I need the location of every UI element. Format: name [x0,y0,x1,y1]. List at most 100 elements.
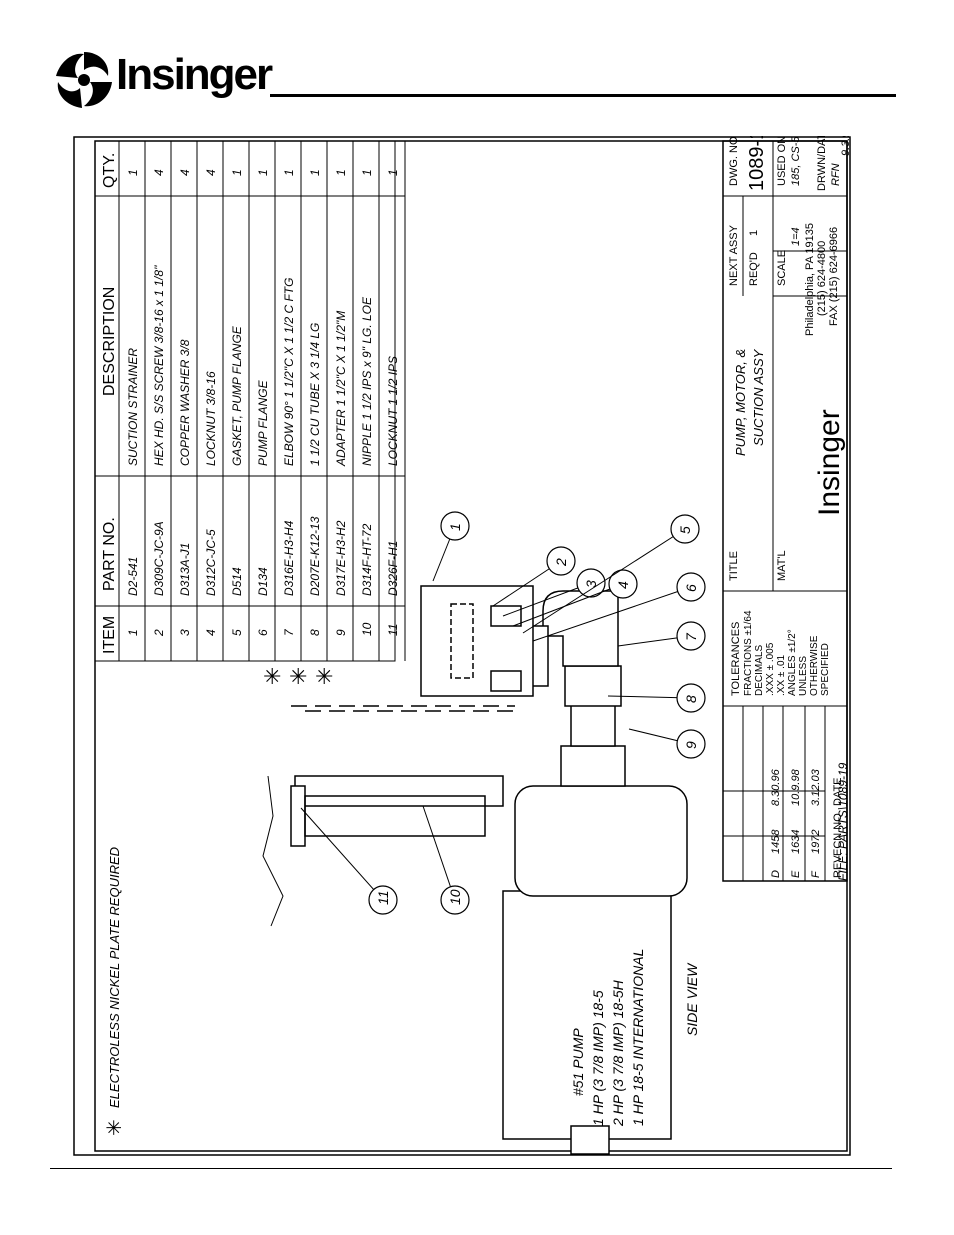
part-description: 1 1/2 CU TUBE X 3 1/4 LG [308,323,322,466]
drawn-label: DRWN/DATE [816,136,828,191]
revision-date: 8.30.96 [770,768,782,806]
matl-label: MAT'L [776,550,788,581]
tank-wall [262,775,284,927]
part-item-number: 10 [360,622,374,636]
rev-header: REV [832,855,844,878]
callout-circle [676,729,706,759]
swirl-logo-icon [56,52,112,108]
used-on-value: 185, CS-5 [790,136,802,186]
adapter-part [570,700,616,747]
ecn-number: 1972 [810,830,822,854]
motor-line-1: 1 HP (3 7/8 IMP) 18-5 [590,990,606,1126]
rev-letter: D [770,870,782,878]
callout-leader [532,586,692,642]
header-item: ITEM [101,616,118,654]
part-qty: 1 [256,169,270,176]
part-item-number: 7 [282,628,296,636]
callout-label: 5 [677,526,693,534]
part-item-number: 6 [256,629,270,636]
part-number: D317E-H3-H2 [334,520,348,596]
callout-circle [676,683,706,713]
pump-volute [514,785,688,897]
company-name: Insinger [813,409,846,516]
callout-circle [440,511,470,541]
plated-asterisk-icon: ✳ [289,664,307,689]
part-item-number: 2 [152,629,166,637]
pump-model: #51 PUMP [570,1028,586,1096]
tolerance-line: FRACTIONS ±1/64 [743,610,754,696]
screw-part [490,605,522,627]
company-fax: FAX (215) 624-6966 [828,227,840,326]
part-number: D326F-H1 [386,541,400,596]
drawn-by: RFN [830,163,842,186]
callout-label: 7 [683,632,699,641]
asterisk-icon: ✳ [104,1119,126,1136]
callout-circle [576,568,606,598]
elbow-part [542,590,619,667]
header-rule [270,94,896,97]
part-qty: 4 [152,169,166,176]
part-description: ELBOW 90° 1 1/2"C X 1 1/2 C FTG [282,278,296,466]
revision-date: 10.9.98 [790,768,802,806]
part-number: D312C-JC-5 [204,529,218,596]
ecn-header: ECN NO [832,813,844,856]
motor-line-3: 1 HP 18-5 INTERNATIONAL [630,949,646,1126]
brand-name: Insinger [116,50,273,99]
pump-motor-assembly [262,585,688,1155]
part-item-number: 8 [308,629,322,636]
nickel-plate-note: ELECTROLESS NICKEL PLATE REQUIRED [107,847,122,1108]
part-number: D207E-K12-13 [308,516,322,596]
callout-leader [502,582,592,617]
dwg-no-label: DWG. NO. [728,136,740,186]
part-description: NIPPLE 1 1/2 IPS x 9" LG. LOE [360,296,374,466]
part-qty: 4 [204,169,218,176]
tolerances-heading: TOLERANCES [730,622,742,696]
next-assy-label: NEXT ASSY [728,224,740,286]
ecn-number: 1634 [790,830,802,854]
tolerance-line: .XXX ± .005 [765,642,776,696]
tolerance-line: OTHERWISE [809,635,820,696]
callout-circle [670,514,700,544]
ecn-number: 1458 [770,829,782,854]
part-item-number: 11 [386,624,400,636]
callout-circle [676,621,706,651]
callout-label: 11 [375,890,391,905]
brand-logo: Insinger [52,48,278,112]
file-path: FILE: PARTS\1089-19 [836,762,850,881]
notes-block: ✳ ELECTROLESS NICKEL PLATE REQUIRED [104,847,126,1136]
callout-label: 8 [683,695,699,703]
part-description: ADAPTER 1 1/2"C X 1 1/2"M [334,311,348,467]
callout-label: 4 [615,581,631,589]
callout-leader [522,528,686,634]
part-description: PUMP FLANGE [256,379,270,466]
part-qty: 1 [334,169,348,176]
part-item-number: 4 [204,629,218,636]
scale-label: SCALE [776,250,788,286]
plated-asterisk-icon: ✳ [263,664,281,689]
tolerance-line: DECIMALS [754,645,765,696]
callout-leader [300,807,384,901]
title-line-1: PUMP, MOTOR, & [733,349,748,456]
part-item-number: 1 [126,629,140,636]
header-description: DESCRIPTION [101,287,118,396]
revision-date: 3.12.03 [810,768,822,806]
date-header: DATE [832,777,844,806]
part-qty: 1 [308,169,322,176]
part-qty: 1 [126,169,140,176]
part-number: D316E-H3-H4 [282,520,296,596]
tolerance-line: ANGLES ±1/2° [787,629,798,696]
locknut-part [290,785,306,847]
footer-rule [50,1168,892,1169]
tolerance-line: UNLESS [798,656,809,696]
part-item-number: 3 [178,629,192,636]
tolerance-line: .XX ± .01 [776,654,787,696]
part-description: COPPER WASHER 3/8 [178,339,192,466]
callout-circle [440,885,470,915]
reqd-value: 1 [748,230,760,236]
header-part-no: PART NO. [101,517,118,591]
title-line-2: SUCTION ASSY [751,348,766,446]
part-qty: 1 [360,169,374,176]
callout-label: 3 [583,580,599,588]
